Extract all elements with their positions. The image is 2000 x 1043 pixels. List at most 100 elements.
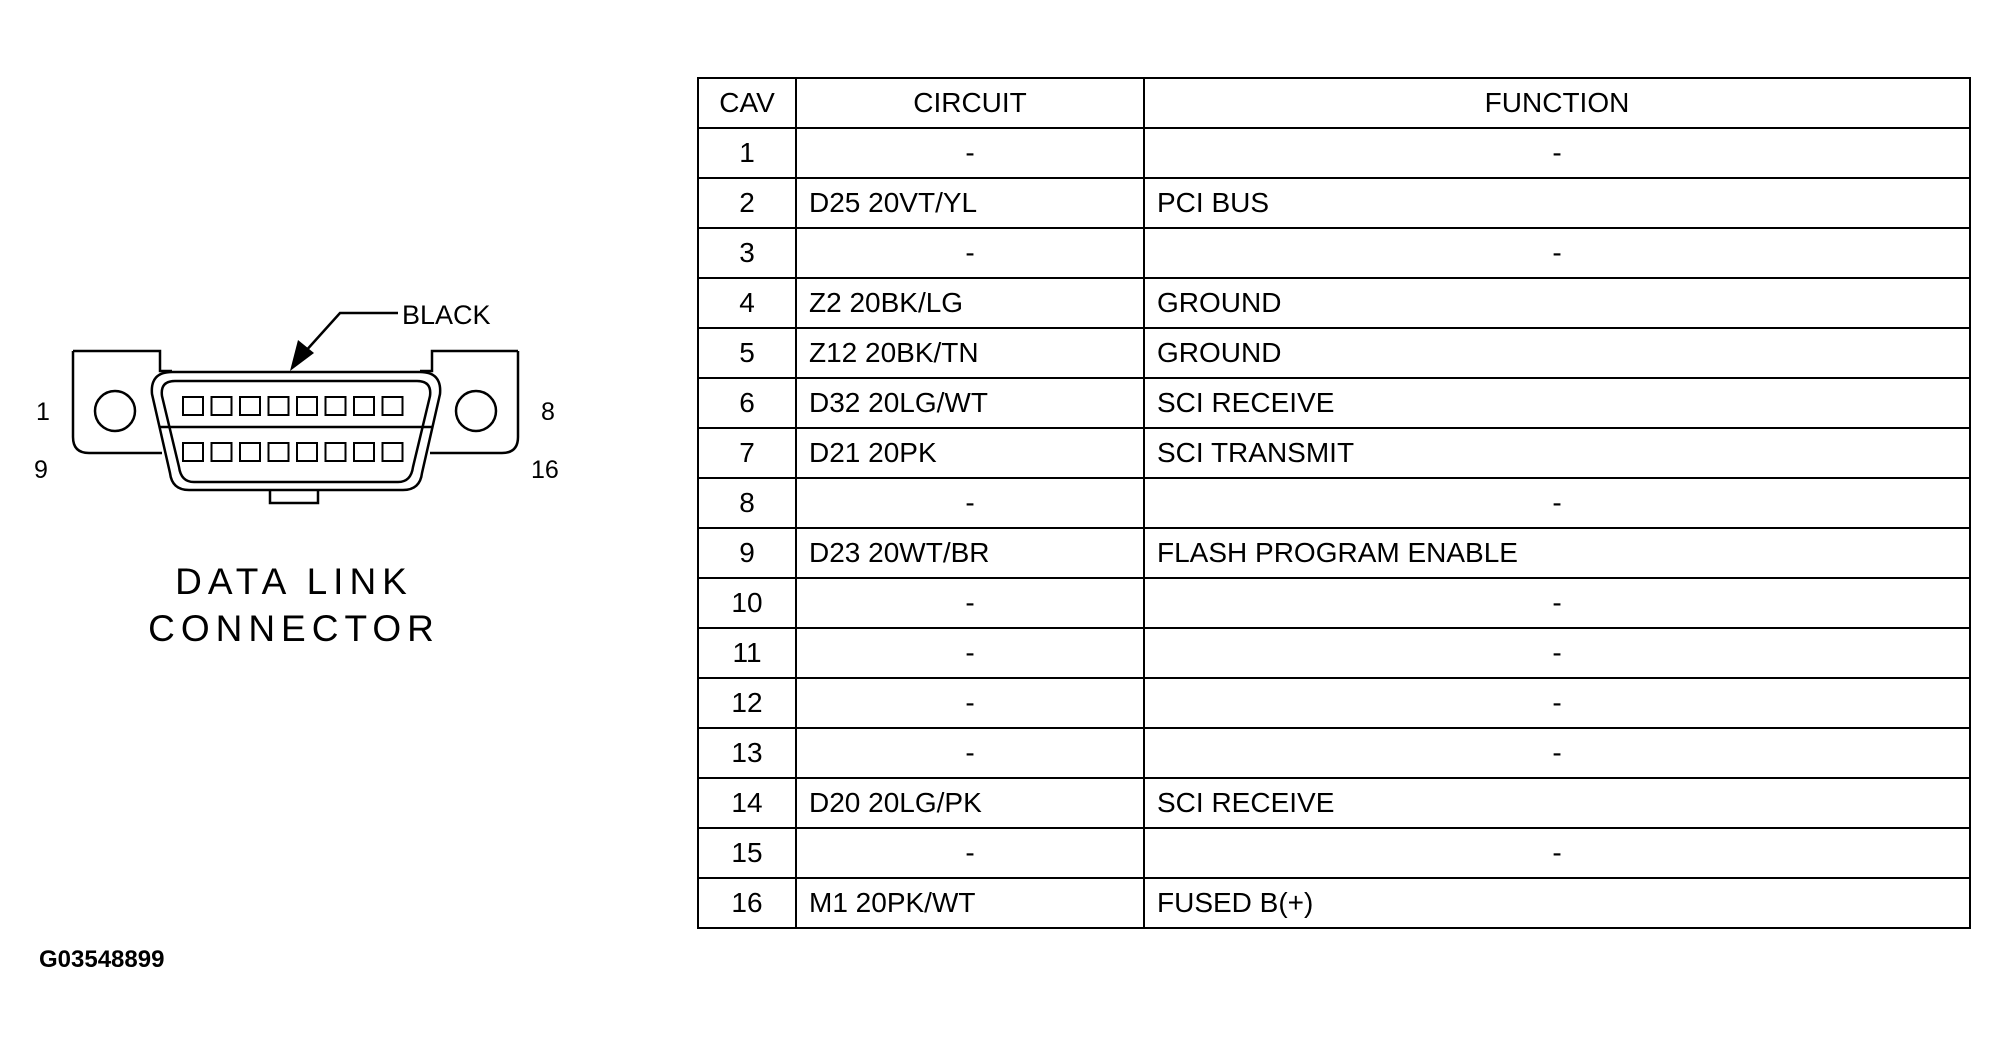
pin-cavity (324, 442, 347, 462)
left-mounting-hole (93, 389, 137, 433)
pin-label-16: 16 (531, 456, 559, 484)
table-row: 12-- (697, 677, 1971, 729)
cav-cell: 16 (697, 877, 797, 929)
pin-label-9: 9 (34, 456, 48, 484)
connector-shell-inner (160, 379, 432, 484)
cav-cell: 2 (697, 177, 797, 229)
circuit-cell: - (795, 477, 1145, 529)
circuit-cell: - (795, 677, 1145, 729)
circuit-cell: D21 20PK (795, 427, 1145, 479)
cav-cell: 1 (697, 127, 797, 179)
circuit-cell: - (795, 227, 1145, 279)
cav-cell: 3 (697, 227, 797, 279)
header-circuit: CIRCUIT (795, 77, 1145, 129)
function-cell: - (1143, 627, 1971, 679)
function-cell: - (1143, 677, 1971, 729)
circuit-cell: M1 20PK/WT (795, 877, 1145, 929)
function-cell: SCI RECEIVE (1143, 777, 1971, 829)
circuit-cell: - (795, 727, 1145, 779)
table-header-row: CAV CIRCUIT FUNCTION (697, 77, 1971, 129)
function-cell: PCI BUS (1143, 177, 1971, 229)
cav-cell: 14 (697, 777, 797, 829)
pin-cavity (353, 442, 375, 462)
circuit-cell: - (795, 577, 1145, 629)
circuit-cell: - (795, 127, 1145, 179)
pin-cavity (182, 442, 204, 462)
table-row: 8-- (697, 477, 1971, 529)
circuit-cell: - (795, 627, 1145, 679)
function-cell: - (1143, 477, 1971, 529)
circuit-cell: D23 20WT/BR (795, 527, 1145, 579)
left-mounting-flange (71, 349, 172, 455)
pin-cavity (239, 442, 261, 462)
right-mounting-hole (454, 389, 498, 433)
function-cell: - (1143, 127, 1971, 179)
pin-cavity (267, 396, 290, 416)
function-cell: SCI TRANSMIT (1143, 427, 1971, 479)
cav-cell: 5 (697, 327, 797, 379)
function-cell: - (1143, 727, 1971, 779)
table-row: 1-- (697, 127, 1971, 179)
function-cell: - (1143, 227, 1971, 279)
function-cell: GROUND (1143, 327, 1971, 379)
pin-cavity (210, 442, 233, 462)
function-cell: - (1143, 827, 1971, 879)
caption-line-2: CONNECTOR (148, 608, 440, 649)
right-mounting-flange (420, 349, 520, 455)
cav-cell: 7 (697, 427, 797, 479)
header-cav: CAV (697, 77, 797, 129)
function-cell: - (1143, 577, 1971, 629)
cav-cell: 8 (697, 477, 797, 529)
cav-cell: 12 (697, 677, 797, 729)
callout-leader (303, 311, 398, 354)
callout-arrowhead (290, 340, 314, 371)
connector-shell-outer (150, 370, 442, 492)
pin-cavity (353, 396, 375, 416)
pin-cavity (381, 442, 404, 462)
cav-cell: 13 (697, 727, 797, 779)
circuit-cell: D20 20LG/PK (795, 777, 1145, 829)
data-link-connector-diagram: BLACK 1 8 9 16 DATA LINK CONNECTOR (34, 300, 559, 649)
connector-key (268, 490, 320, 505)
function-cell: FUSED B(+) (1143, 877, 1971, 929)
table-row: 15-- (697, 827, 1971, 879)
callout-label-black: BLACK (402, 300, 491, 330)
cav-cell: 11 (697, 627, 797, 679)
pin-label-1: 1 (36, 398, 50, 426)
circuit-cell: Z12 20BK/TN (795, 327, 1145, 379)
circuit-cell: - (795, 827, 1145, 879)
cav-cell: 15 (697, 827, 797, 879)
circuit-cell: Z2 20BK/LG (795, 277, 1145, 329)
pin-cavity (182, 396, 204, 416)
pin-cavity (381, 396, 404, 416)
pin-label-8: 8 (541, 398, 555, 426)
pin-cavity (239, 396, 261, 416)
cav-cell: 6 (697, 377, 797, 429)
pin-cavity (324, 396, 347, 416)
cav-cell: 9 (697, 527, 797, 579)
pin-cavity (296, 396, 318, 416)
pin-cavity (296, 442, 318, 462)
table-row: 11-- (697, 627, 1971, 679)
circuit-cell: D32 20LG/WT (795, 377, 1145, 429)
function-cell: GROUND (1143, 277, 1971, 329)
figure-id: G03548899 (39, 946, 165, 973)
circuit-cell: D25 20VT/YL (795, 177, 1145, 229)
cav-cell: 10 (697, 577, 797, 629)
table-row: 13-- (697, 727, 1971, 779)
pin-cavity (267, 442, 290, 462)
header-function: FUNCTION (1143, 77, 1971, 129)
pin-cavity (210, 396, 233, 416)
caption-line-1: DATA LINK (175, 561, 413, 602)
table-row: 3-- (697, 227, 1971, 279)
function-cell: FLASH PROGRAM ENABLE (1143, 527, 1971, 579)
